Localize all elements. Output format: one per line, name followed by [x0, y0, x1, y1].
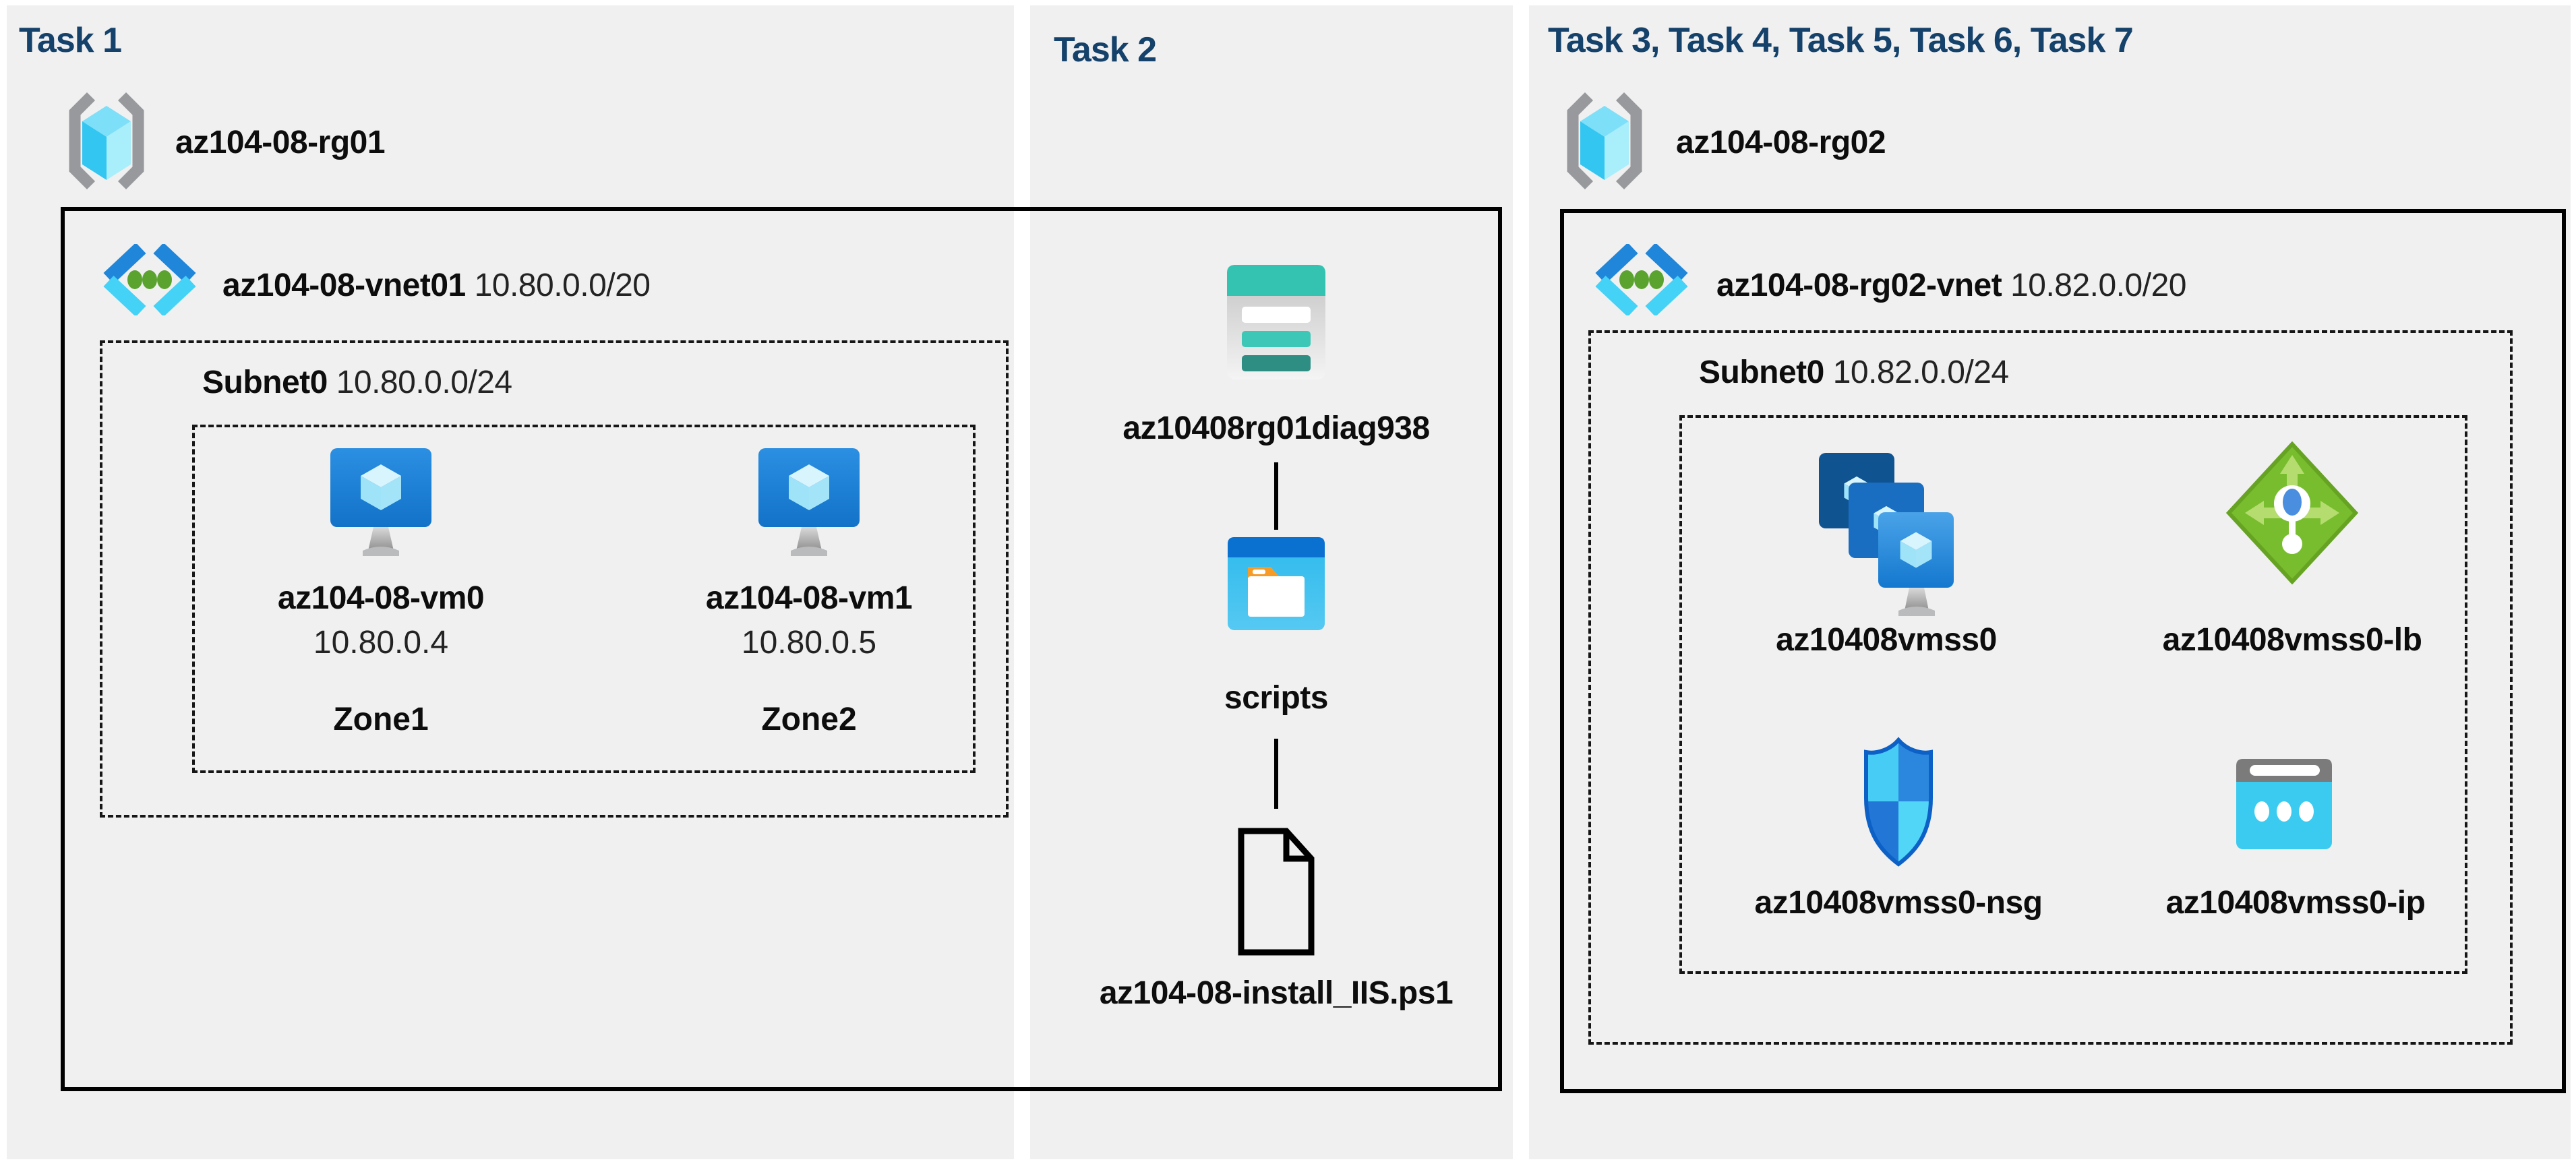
vnet-name: az104-08-vnet01 — [222, 268, 466, 303]
subnet-label: Subnet0 10.82.0.0/24 — [1699, 354, 2009, 391]
vnet-cidr: 10.80.0.0/20 — [474, 268, 651, 303]
vm0-labels: az104-08-vm0 10.80.0.4 Zone1 — [226, 580, 536, 739]
script-file-name: az104-08-install_IIS.ps1 — [1099, 975, 1454, 1011]
scripts-folder-icon — [1228, 537, 1325, 630]
resource-group-icon — [1567, 92, 1642, 190]
load-balancer-name: az10408vmss0-lb — [2162, 622, 2422, 658]
virtual-network-icon — [103, 244, 196, 315]
virtual-machine-icon — [758, 448, 860, 556]
panel-task1 — [7, 5, 1014, 1159]
vm-scale-set-icon — [1819, 453, 1954, 616]
task2-title: Task 2 — [1054, 30, 1157, 69]
vmss-name: az10408vmss0 — [1776, 622, 1997, 658]
script-file-icon — [1238, 828, 1315, 956]
subnet-cidr: 10.82.0.0/24 — [1832, 355, 2009, 390]
public-ip-icon — [2236, 759, 2332, 849]
zones-box — [192, 425, 976, 773]
resource-group-name: az104-08-rg02 — [1676, 125, 1886, 160]
vm-name: az104-08-vm1 — [705, 580, 913, 616]
virtual-machine-icon — [330, 448, 431, 556]
storage-account-icon — [1227, 265, 1325, 379]
subnet-cidr: 10.80.0.0/24 — [336, 365, 512, 400]
vmss-group-box — [1679, 415, 2467, 974]
vnet-cidr: 10.82.0.0/20 — [2010, 268, 2186, 303]
vm-zone: Zone1 — [333, 702, 429, 737]
vnet-name: az104-08-rg02-vnet — [1716, 268, 2002, 303]
vnet1-boundary-box — [61, 207, 1502, 1091]
folder-name: scripts — [1224, 680, 1328, 716]
panel-task3 — [1529, 5, 2571, 1159]
connector-line — [1274, 739, 1278, 809]
vnet-label: az104-08-vnet01 10.80.0.0/20 — [222, 267, 651, 304]
resource-group-name: az104-08-rg01 — [175, 125, 386, 160]
vm1-labels: az104-08-vm1 10.80.0.5 Zone2 — [654, 580, 964, 739]
subnet-name: Subnet0 — [202, 365, 328, 400]
vnet2-boundary-box — [1560, 209, 2566, 1093]
vnet-label: az104-08-rg02-vnet 10.82.0.0/20 — [1716, 267, 2186, 304]
virtual-network-icon — [1595, 244, 1688, 315]
subnet1-box — [100, 340, 1009, 818]
connector-line — [1274, 462, 1278, 530]
vm-zone: Zone2 — [761, 702, 857, 737]
task1-title: Task 1 — [19, 21, 122, 60]
subnet2-box — [1588, 330, 2513, 1045]
vm-ip: 10.80.0.5 — [741, 625, 877, 661]
vm-ip: 10.80.0.4 — [313, 625, 449, 661]
subnet-name: Subnet0 — [1699, 355, 1824, 390]
public-ip-name: az10408vmss0-ip — [2165, 885, 2426, 921]
network-security-group-icon — [1864, 737, 1933, 867]
nsg-name: az10408vmss0-nsg — [1754, 885, 2043, 921]
storage-account-name: az10408rg01diag938 — [1122, 410, 1430, 446]
subnet-label: Subnet0 10.80.0.0/24 — [202, 364, 512, 401]
vm-name: az104-08-vm0 — [277, 580, 485, 616]
task3-title: Task 3, Task 4, Task 5, Task 6, Task 7 — [1548, 21, 2134, 60]
resource-group-icon — [69, 92, 144, 190]
load-balancer-icon — [2226, 441, 2358, 584]
